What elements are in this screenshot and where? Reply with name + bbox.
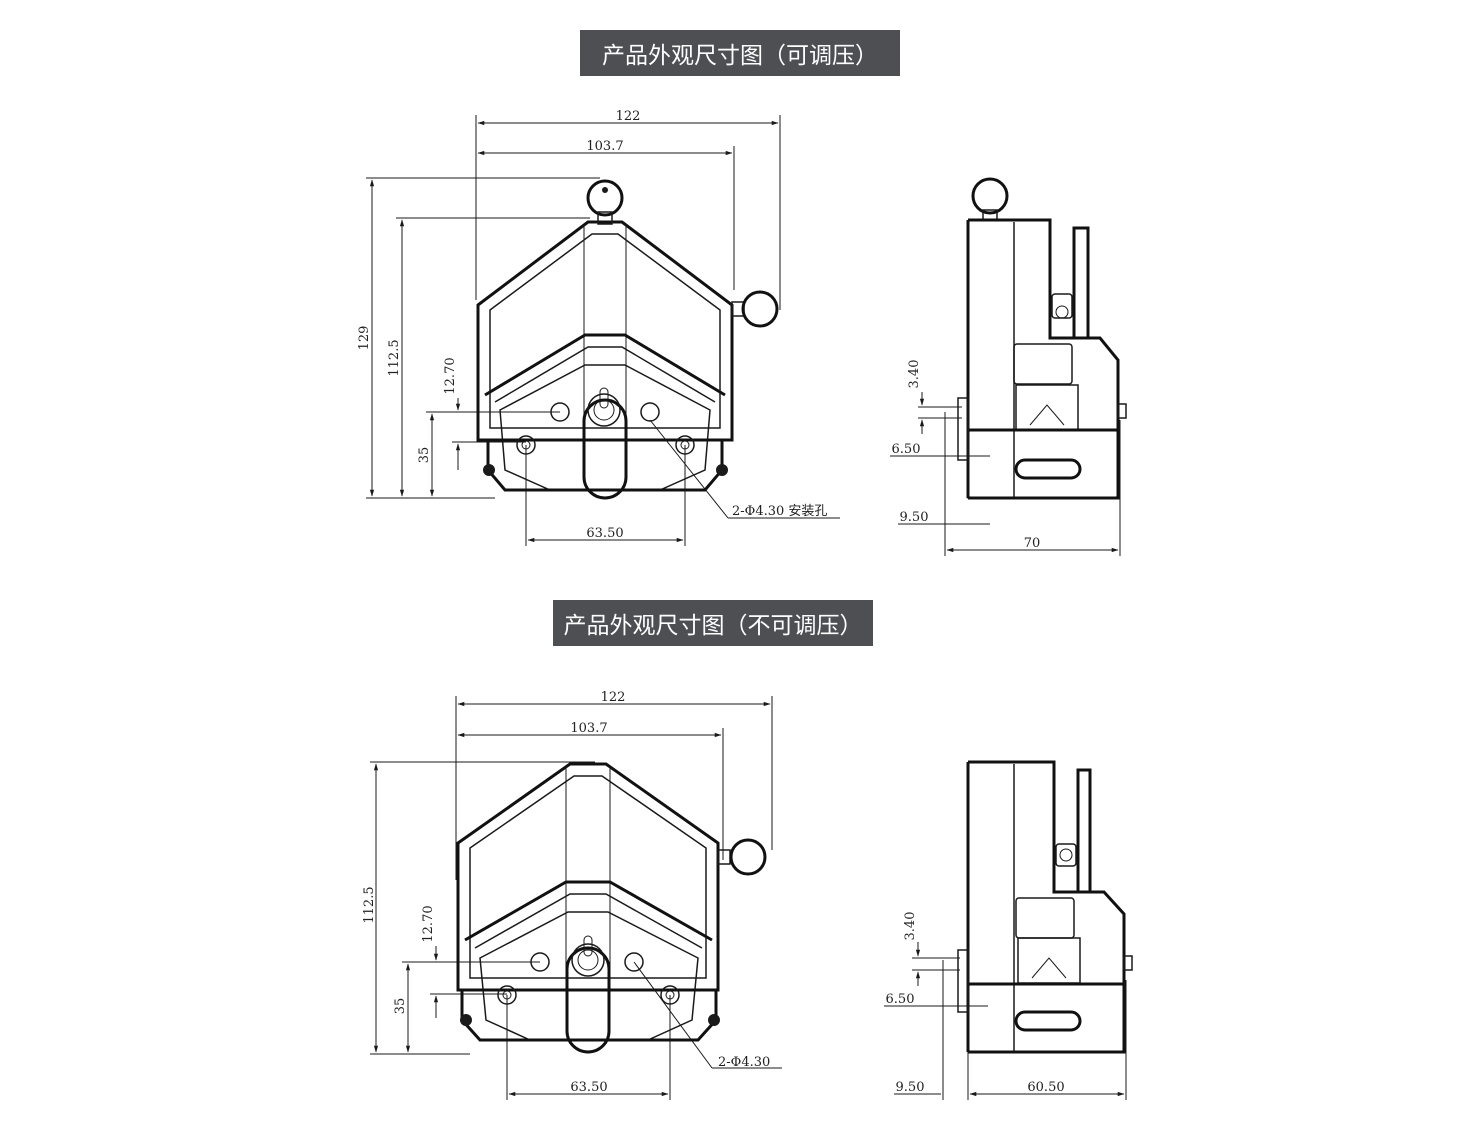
front-view-adjustable: 122 103.7 129 112.5 12.70 35 63.50 2-Φ4.…: [357, 109, 840, 546]
dim-hole-offset: 12.70: [443, 357, 458, 394]
pump-body-outline: [456, 762, 720, 1054]
dim-hole-height: 35: [393, 998, 408, 1015]
dim-width-total: 122: [601, 690, 626, 705]
hole-callout: 2-Φ4.30: [718, 1055, 770, 1070]
dim-flange: 9.50: [896, 1080, 925, 1095]
dimension-lines: [370, 696, 782, 1100]
dim-shaft-dia: 3.40: [903, 912, 918, 941]
hole-callout: 2-Φ4.30 安装孔: [732, 504, 827, 519]
dim-hole-spacing: 63.50: [586, 526, 623, 541]
dim-shaft-pos: 6.50: [886, 992, 915, 1007]
title-banner-non-adjustable: 产品外观尺寸图（不可调压）: [553, 600, 873, 646]
dim-shaft-dia: 3.40: [907, 360, 922, 389]
dim-width-body: 103.7: [570, 721, 607, 736]
side-knob: [731, 290, 779, 328]
side-view-adjustable: 3.40 6.50 9.50 70: [890, 177, 1127, 556]
dim-depth: 70: [1024, 536, 1041, 551]
dim-depth: 60.50: [1027, 1080, 1064, 1095]
dim-height-total: 129: [357, 326, 372, 351]
dim-flange: 9.50: [900, 510, 929, 525]
side-body-outline: [957, 760, 1133, 1054]
side-dimension-lines: [890, 392, 1121, 556]
side-view-non-adjustable: 3.40 6.50 9.50 60.50: [884, 760, 1133, 1100]
dim-shaft-pos: 6.50: [892, 442, 921, 457]
pump-body-outline: [476, 220, 734, 500]
side-body-outline: [957, 177, 1127, 500]
side-knob: [717, 838, 767, 876]
dim-hole-height: 35: [417, 447, 432, 464]
title-banner-adjustable: 产品外观尺寸图（可调压）: [580, 30, 900, 76]
dim-width-body: 103.7: [586, 139, 623, 154]
dim-height-body: 112.5: [387, 339, 402, 376]
dim-height-body: 112.5: [362, 886, 377, 923]
dim-hole-spacing: 63.50: [570, 1080, 607, 1095]
side-dimension-lines: [884, 942, 1127, 1100]
dim-hole-offset: 12.70: [421, 905, 436, 942]
front-view-non-adjustable: 122 103.7 112.5 12.70 35 63.50 2-Φ4.30: [362, 690, 782, 1100]
dim-width-total: 122: [616, 109, 641, 124]
top-knob: [586, 179, 624, 225]
